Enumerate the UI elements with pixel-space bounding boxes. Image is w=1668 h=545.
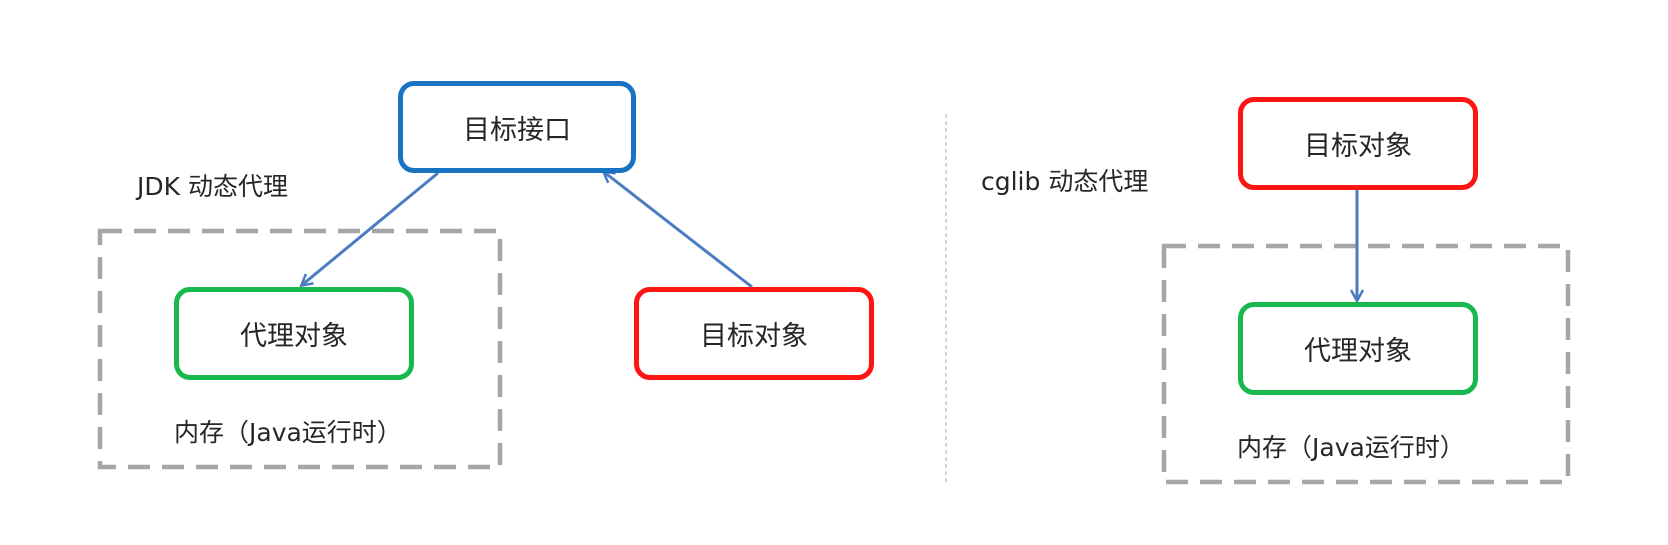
target-interface-node: 目标接口 — [398, 81, 636, 173]
cglib-target-object-node: 目标对象 — [1238, 97, 1478, 190]
arrow-interface-to-proxy — [302, 171, 439, 285]
jdk-title: JDK 动态代理 — [137, 172, 288, 201]
cglib-proxy-object-node: 代理对象 — [1238, 302, 1478, 395]
jdk-memory-label: 内存（Java运行时） — [174, 418, 402, 447]
jdk-proxy-object-node: 代理对象 — [174, 287, 414, 380]
jdk-target-object-node: 目标对象 — [634, 287, 874, 380]
cglib-title: cglib 动态代理 — [981, 167, 1149, 196]
arrow-target-to-interface — [604, 172, 753, 289]
cglib-memory-label: 内存（Java运行时） — [1237, 433, 1465, 462]
jdk-memory-box — [97, 228, 503, 470]
cglib-memory-box — [1161, 243, 1571, 485]
